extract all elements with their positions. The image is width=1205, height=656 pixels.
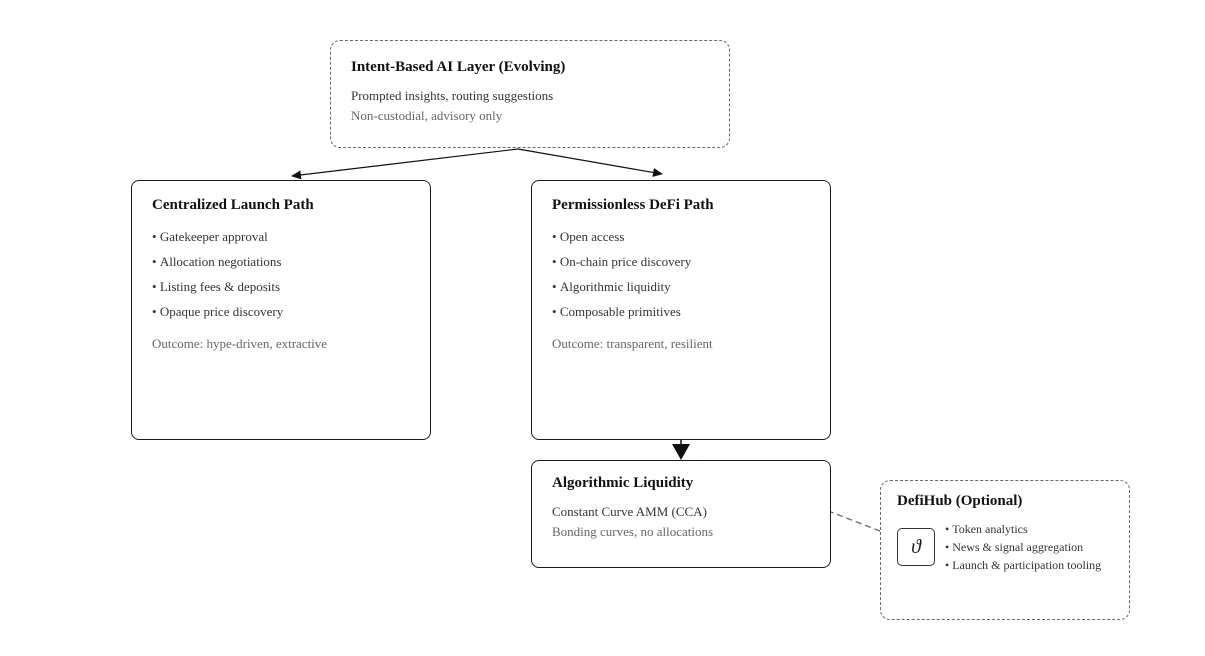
arrow-ai-to-permissionless — [517, 148, 663, 177]
bullet-item: Listing fees & deposits — [152, 274, 410, 299]
ai-layer-line-1: Prompted insights, routing suggestions — [351, 88, 554, 103]
permissionless-bullet-list: Open access On-chain price discovery Alg… — [552, 224, 810, 324]
defihub-body: ϑ Token analytics News & signal aggregat… — [897, 520, 1113, 574]
algorithmic-title: Algorithmic Liquidity — [552, 475, 694, 491]
node-defihub: DefiHub (Optional) ϑ Token analytics New… — [880, 480, 1130, 620]
ai-layer-title: Intent-Based AI Layer (Evolving) — [351, 59, 566, 75]
node-permissionless-defi-path: Permissionless DeFi Path Open access On-… — [531, 180, 831, 440]
bullet-item: Launch & participation tooling — [945, 556, 1101, 574]
arrow-ai-to-centralized — [291, 148, 519, 180]
ai-layer-line-2: Non-custodial, advisory only — [351, 108, 503, 123]
defihub-bullet-list: Token analytics News & signal aggregatio… — [945, 520, 1101, 574]
defihub-title: DefiHub (Optional) — [897, 493, 1023, 509]
centralized-title: Centralized Launch Path — [152, 197, 314, 213]
permissionless-outcome: Outcome: transparent, resilient — [552, 336, 713, 351]
bullet-item: News & signal aggregation — [945, 538, 1101, 556]
node-centralized-launch-path: Centralized Launch Path Gatekeeper appro… — [131, 180, 431, 440]
centralized-outcome: Outcome: hype-driven, extractive — [152, 336, 328, 351]
bullet-item: Token analytics — [945, 520, 1101, 538]
algorithmic-line-2: Bonding curves, no allocations — [552, 524, 714, 539]
bullet-item: Algorithmic liquidity — [552, 274, 810, 299]
bullet-item: Gatekeeper approval — [152, 224, 410, 249]
bullet-item: Opaque price discovery — [152, 299, 410, 324]
bullet-item: Allocation negotiations — [152, 249, 410, 274]
permissionless-title: Permissionless DeFi Path — [552, 197, 714, 213]
node-ai-layer: Intent-Based AI Layer (Evolving) Prompte… — [330, 40, 730, 148]
node-algorithmic-liquidity: Algorithmic Liquidity Constant Curve AMM… — [531, 460, 831, 568]
defihub-logo-icon: ϑ — [897, 528, 935, 566]
centralized-bullet-list: Gatekeeper approval Allocation negotiati… — [152, 224, 410, 324]
bullet-item: On-chain price discovery — [552, 249, 810, 274]
algorithmic-line-1: Constant Curve AMM (CCA) — [552, 504, 707, 519]
arrow-permissionless-to-algorithmic-head — [672, 444, 690, 460]
bullet-item: Open access — [552, 224, 810, 249]
bullet-item: Composable primitives — [552, 299, 810, 324]
